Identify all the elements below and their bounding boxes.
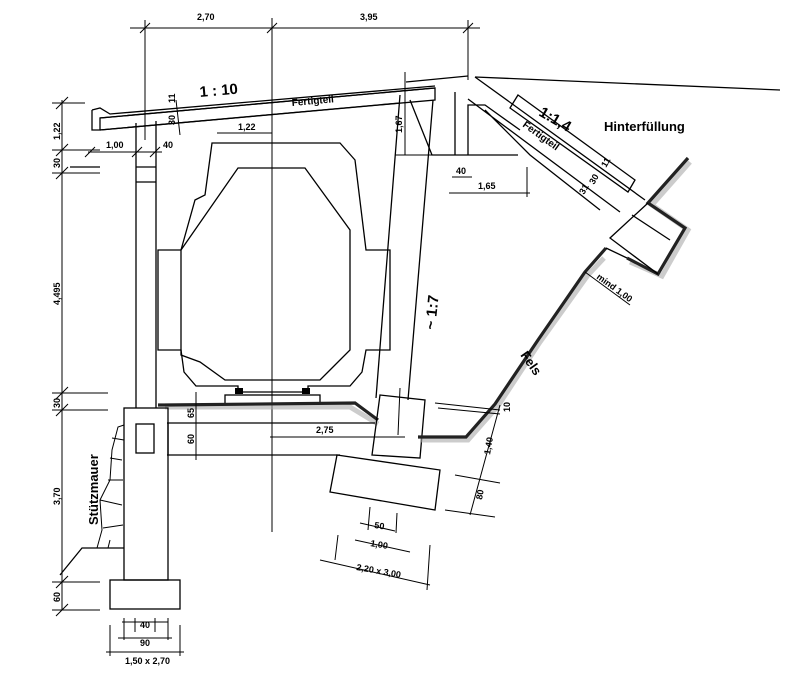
dim-slab-275: 2,75 (316, 425, 334, 435)
dim-left-4: 30 (52, 398, 62, 408)
dim-pillar: 40 (163, 140, 173, 150)
rail-icons (235, 388, 310, 394)
dim-fels-10: 10 (502, 402, 512, 412)
slope-column: ~ 1:7 (422, 294, 443, 330)
dim-wall-40: 40 (140, 620, 150, 630)
dim-cantilever: 1,00 (106, 140, 124, 150)
dim-left-5: 3,70 (52, 487, 62, 505)
clearance-profile-outer (157, 142, 391, 393)
dim-left-3: 4,495 (52, 282, 62, 305)
dim-left-1: 1,22 (52, 122, 62, 140)
vehicle-profile (180, 167, 351, 381)
dim-fels-140: 1,40 (482, 436, 495, 455)
dim-right-165: 1,65 (478, 181, 496, 191)
dim-foot-size: 2,20 x 3,00 (356, 562, 402, 580)
ground-line (164, 401, 379, 422)
dim-rr-31: 31 (577, 182, 591, 196)
left-pillar (70, 121, 157, 408)
dim-left-2: 30 (52, 158, 62, 168)
base-slab (167, 392, 375, 460)
roof-slab-left (91, 75, 469, 131)
dim-top-left: 2,70 (197, 12, 215, 22)
dim-foot-100: 1,00 (370, 538, 389, 551)
dim-right-40: 40 (456, 166, 466, 176)
dim-right-167: 1,67 (394, 115, 404, 133)
left-dimension-lines (52, 96, 108, 617)
dim-wall-size: 1,50 x 2,70 (125, 656, 170, 666)
retaining-wall (59, 403, 181, 610)
rock-line (418, 156, 690, 439)
dim-fels-80: 80 (474, 489, 486, 501)
roof-slab-right (467, 76, 781, 213)
slope-roof-left: 1 : 10 (199, 81, 239, 101)
dim-mind: mind 1,00 (595, 272, 634, 304)
dim-clear-122: 1,22 (238, 122, 256, 132)
dim-top-right: 3,95 (360, 12, 378, 22)
dim-wall-90: 90 (140, 638, 150, 648)
right-column (329, 72, 521, 511)
dim-slab-60: 60 (186, 434, 196, 444)
rock-anchor-block (605, 202, 671, 275)
dim-roof-30: 30 (167, 115, 177, 125)
label-precast-left: Fertigteil (291, 94, 334, 109)
dim-slab-65: 65 (186, 408, 196, 418)
dim-rr-11: 11 (599, 156, 612, 169)
label-backfill: Hinterfüllung (604, 119, 685, 134)
dim-roof-11: 11 (167, 93, 177, 103)
dim-left-6: 60 (52, 592, 62, 602)
label-retaining-wall: Stützmauer (86, 454, 101, 525)
column-footing (329, 454, 441, 511)
dim-rr-30: 30 (587, 172, 601, 186)
dim-foot-50: 50 (374, 520, 385, 531)
